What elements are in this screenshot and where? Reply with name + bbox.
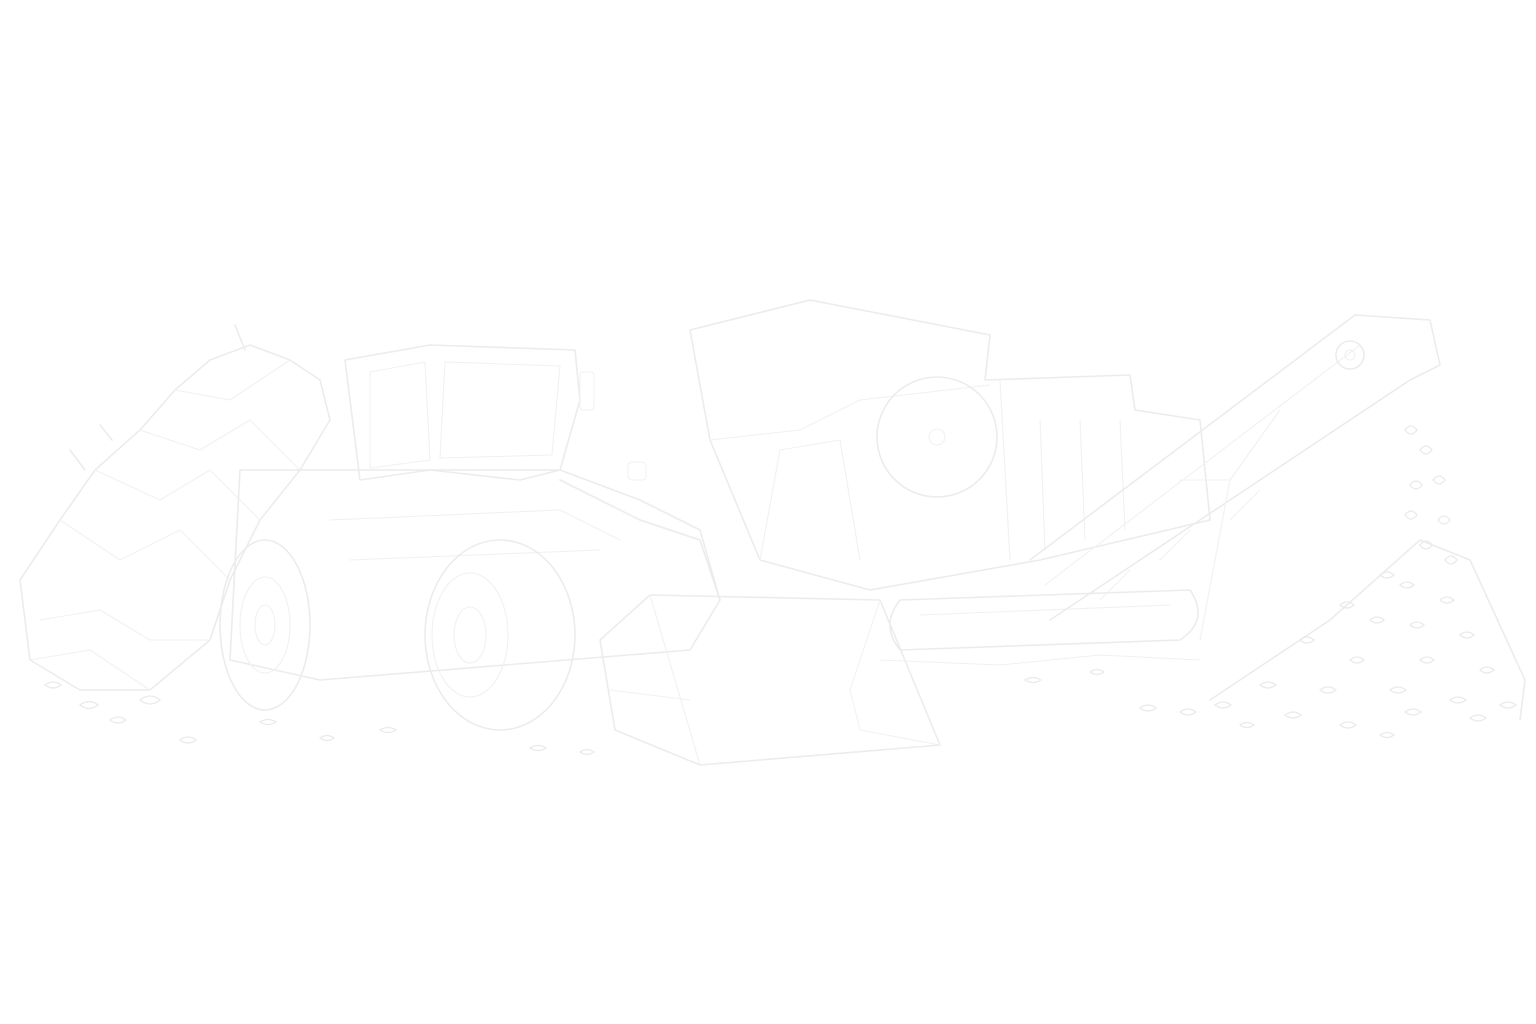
conveyor-belt-icon <box>1029 314 1441 641</box>
rubble-pile-icon <box>19 324 336 744</box>
gravel-stockpile-icon <box>1138 425 1526 739</box>
jaw-crusher-icon <box>689 299 1211 651</box>
wheel-loader-icon <box>219 344 941 766</box>
ground-debris-icon <box>378 654 1201 756</box>
